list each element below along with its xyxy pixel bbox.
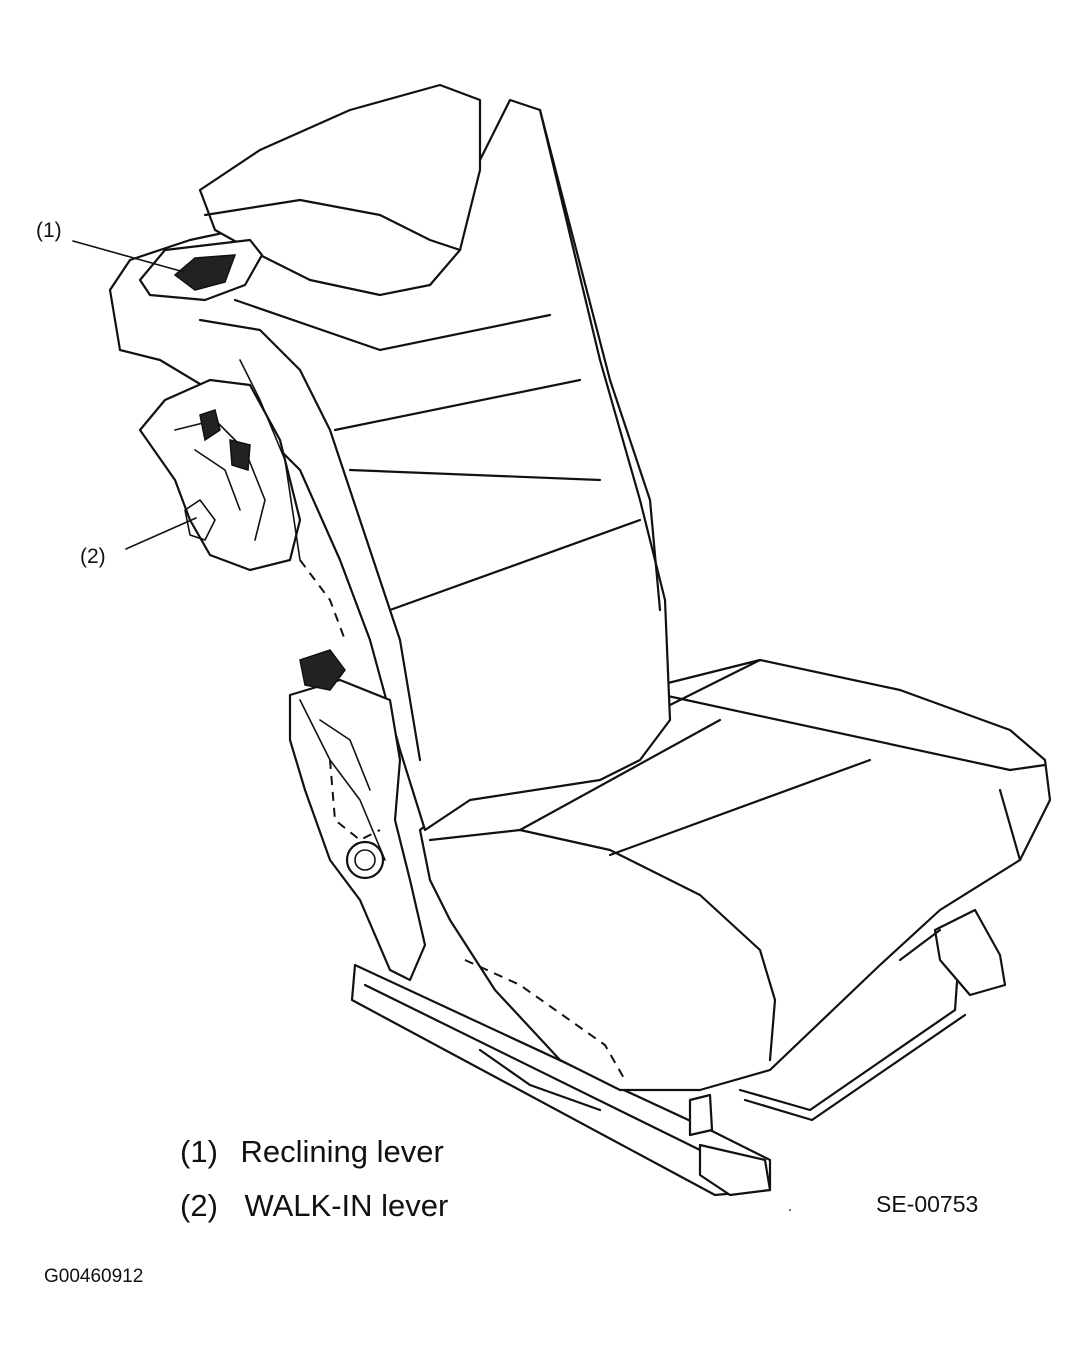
callout-label-1: (1) (36, 219, 62, 242)
seat-rails (350, 908, 1007, 1197)
callout-label-2: (2) (80, 545, 106, 568)
stray-dot (789, 1209, 791, 1211)
document-code: G00460912 (44, 1266, 144, 1287)
walk-in-lever-mechanism (138, 359, 302, 572)
legend-item-2: (2) WALK-IN lever (180, 1188, 448, 1224)
legend-label: WALK-IN lever (244, 1188, 449, 1223)
leader-line-1 (72, 240, 185, 273)
legend-item-1: (1) Reclining lever (180, 1134, 444, 1170)
headrest (198, 83, 482, 297)
reclining-lever (138, 238, 264, 302)
legend-number: (1) (180, 1134, 218, 1169)
figure-code: SE-00753 (876, 1191, 979, 1217)
legend-number: (2) (180, 1188, 218, 1223)
leader-line-2 (125, 517, 197, 550)
side-frame (288, 559, 427, 982)
legend-label: Reclining lever (240, 1134, 444, 1169)
